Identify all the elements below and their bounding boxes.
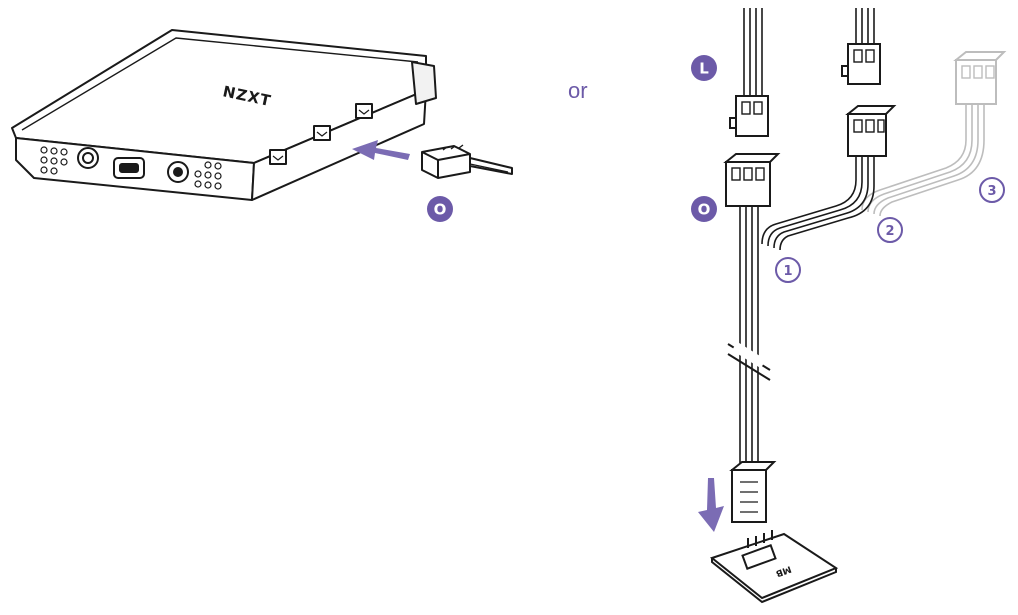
led-cable bbox=[729, 8, 769, 137]
led-cable-secondary bbox=[841, 8, 881, 85]
downward-arrow bbox=[698, 478, 724, 532]
number-marker-3: 3 bbox=[979, 177, 1005, 203]
badge-o-right: O bbox=[691, 196, 717, 222]
motherboard-header-icon bbox=[709, 530, 839, 604]
badge-l-label: L bbox=[699, 60, 709, 78]
number-marker-2-label: 2 bbox=[885, 224, 894, 239]
badge-o-left: O bbox=[427, 196, 453, 222]
badge-l: L bbox=[691, 55, 717, 81]
splitter-branch-1 bbox=[723, 153, 781, 523]
controller-device-icon bbox=[11, 29, 437, 201]
number-marker-1-label: 1 bbox=[783, 264, 792, 279]
badge-o-left-label: O bbox=[434, 201, 447, 219]
number-marker-1: 1 bbox=[775, 257, 801, 283]
splitter-branch-3 bbox=[861, 51, 1007, 217]
fan-connector-icon bbox=[421, 144, 513, 179]
badge-o-right-label: O bbox=[698, 201, 711, 219]
or-separator: or bbox=[568, 78, 588, 103]
splitter-branch-2 bbox=[761, 105, 897, 251]
insert-arrow bbox=[352, 140, 410, 160]
number-marker-3-label: 3 bbox=[987, 184, 996, 199]
number-marker-2: 2 bbox=[877, 217, 903, 243]
